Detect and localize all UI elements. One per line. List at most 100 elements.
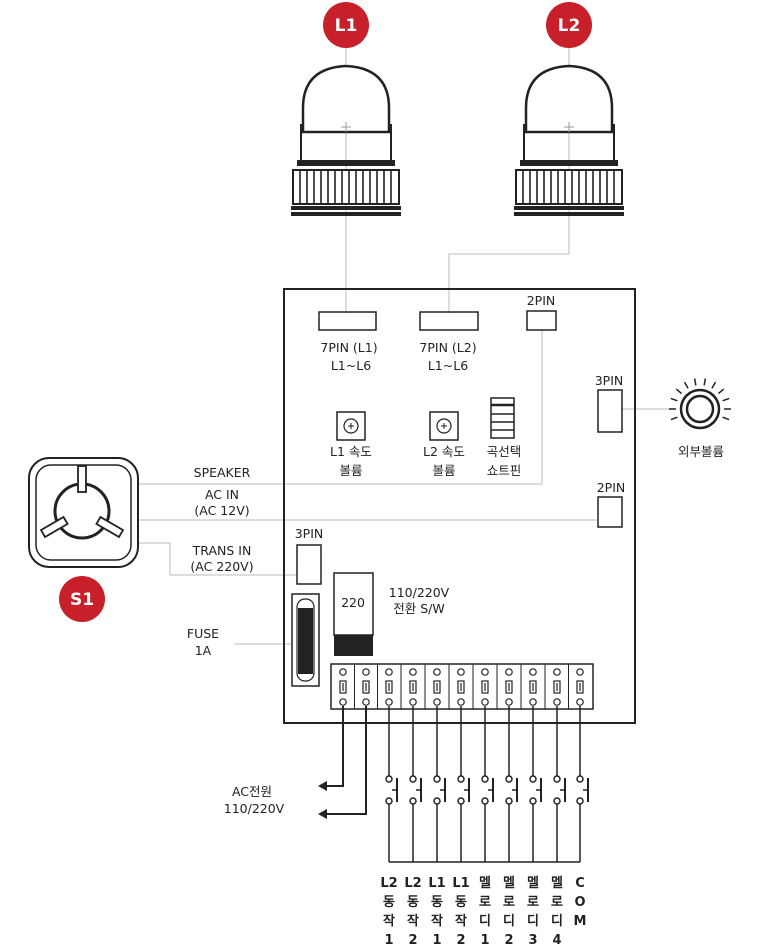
wire-trans-in [137,542,297,576]
label-7pin-l2-range: L1~L6 [428,358,468,373]
terminal-screw [496,664,513,709]
push-switch-icon [433,706,446,862]
terminal-label-char: M [574,914,587,929]
push-switch-icon [409,706,422,862]
label-3pin-right: 3PIN [595,373,624,388]
label-external-volume: 외부볼륨 [678,444,724,459]
wire-speaker [137,330,543,485]
terminal-label-char: 작 [407,913,419,929]
push-switch-icon [576,706,589,862]
terminal-label-char: L2 [404,876,421,891]
label-fuse-1a: 1A [195,643,212,658]
connector-2pin-top [526,310,557,331]
svg-text:L1: L1 [335,16,358,36]
terminal-label-char: 3 [528,933,537,946]
badge-l1: L1 [323,2,369,48]
terminal-screw [448,664,465,709]
push-switch-icon [457,706,470,862]
terminal-label-char: 멜 [503,876,515,891]
label-short-pin: 쇼트핀 [487,463,522,478]
terminal-label-char: 작 [431,913,443,929]
terminal-screw [339,668,347,706]
beacon-lamp-l2-icon [514,64,624,216]
terminal-label-char: 2 [504,933,513,946]
control-board [283,288,636,724]
terminal-screw [472,664,489,709]
terminal-label-char: O [574,895,585,910]
terminal-label-char: 로 [503,895,515,910]
wire-l2 [448,48,570,313]
label-ac-voltage: 110/220V [224,801,285,816]
terminal-label-char: 멜 [479,876,491,891]
terminal-label-char: 작 [455,913,467,929]
badge-l2: L2 [546,2,592,48]
push-switch-wires [385,706,589,863]
svg-text:L2: L2 [558,16,581,36]
push-switch-icon [481,706,494,862]
terminal-label-char: 동 [455,895,467,910]
label-switch-voltage: 110/220V [389,585,450,600]
song-select-shortpin-icon [490,397,515,439]
terminal-label-char: L1 [428,876,445,891]
terminal-screw [377,664,393,709]
l1-speed-pot-icon [336,411,366,441]
terminal-label-char: 로 [479,895,491,910]
push-switch-icon [505,706,518,862]
label-song-select: 곡선택 [487,444,522,459]
terminal-label-char: 멜 [551,876,563,891]
push-switch-icon [385,706,398,862]
terminal-label-char: 동 [383,895,395,910]
label-2pin-top: 2PIN [527,293,556,308]
l2-speed-pot-icon [429,411,459,441]
label-ac-12v: (AC 12V) [194,503,249,518]
label-l2-volume: 볼륨 [432,463,455,478]
terminal-label-char: C [575,876,585,891]
label-ac-power: AC전원 [232,784,272,799]
external-volume-knob-icon [669,378,731,430]
terminal-label-char: 1 [432,933,441,946]
terminal-label-char: 동 [431,895,443,910]
label-fuse: FUSE [187,626,219,641]
connector-7pin-l2 [419,311,479,331]
terminal-label-char: 로 [551,895,563,910]
terminal-label-char: 1 [384,933,393,946]
beacon-lamp-l1-icon [291,64,401,216]
label-2pin-right: 2PIN [597,480,626,495]
svg-text:S1: S1 [70,590,94,610]
terminal-label-char: 2 [456,933,465,946]
terminal-label-char: 4 [552,933,561,946]
terminal-label-char: 디 [479,913,491,929]
terminal-screw [568,664,584,709]
connector-2pin-right [597,496,623,528]
terminal-label-char: L2 [380,876,397,891]
label-ac-220v: (AC 220V) [190,559,253,574]
terminal-screw [354,664,370,709]
terminal-label-char: 2 [408,933,417,946]
terminal-screw [400,664,417,709]
terminal-label-char: 동 [407,895,419,910]
label-ac-in: AC IN [205,487,239,502]
voltage-switch-icon [333,572,374,656]
terminal-screw [424,664,441,709]
badge-s1: S1 [59,576,105,622]
terminal-block [330,663,594,710]
label-trans-in: TRANS IN [192,543,252,558]
speaker-s1-icon [28,457,139,568]
ac-power-wires [318,706,367,819]
label-l1-volume: 볼륨 [339,463,362,478]
terminal-label-char: 디 [503,913,515,929]
label-l2-speed: L2 속도 [423,444,465,459]
connector-3pin-left [296,544,322,585]
label-speaker: SPEAKER [194,465,251,480]
terminal-screw [544,664,561,709]
label-switch-220: 220 [341,595,365,610]
terminal-screw [520,664,537,709]
label-7pin-l2: 7PIN (L2) [419,340,476,355]
terminal-label-char: 작 [383,913,395,929]
terminal-label-char: 로 [527,895,539,910]
connector-3pin-right [597,389,623,433]
label-l1-speed: L1 속도 [330,444,372,459]
terminal-label-char: 디 [551,913,563,929]
